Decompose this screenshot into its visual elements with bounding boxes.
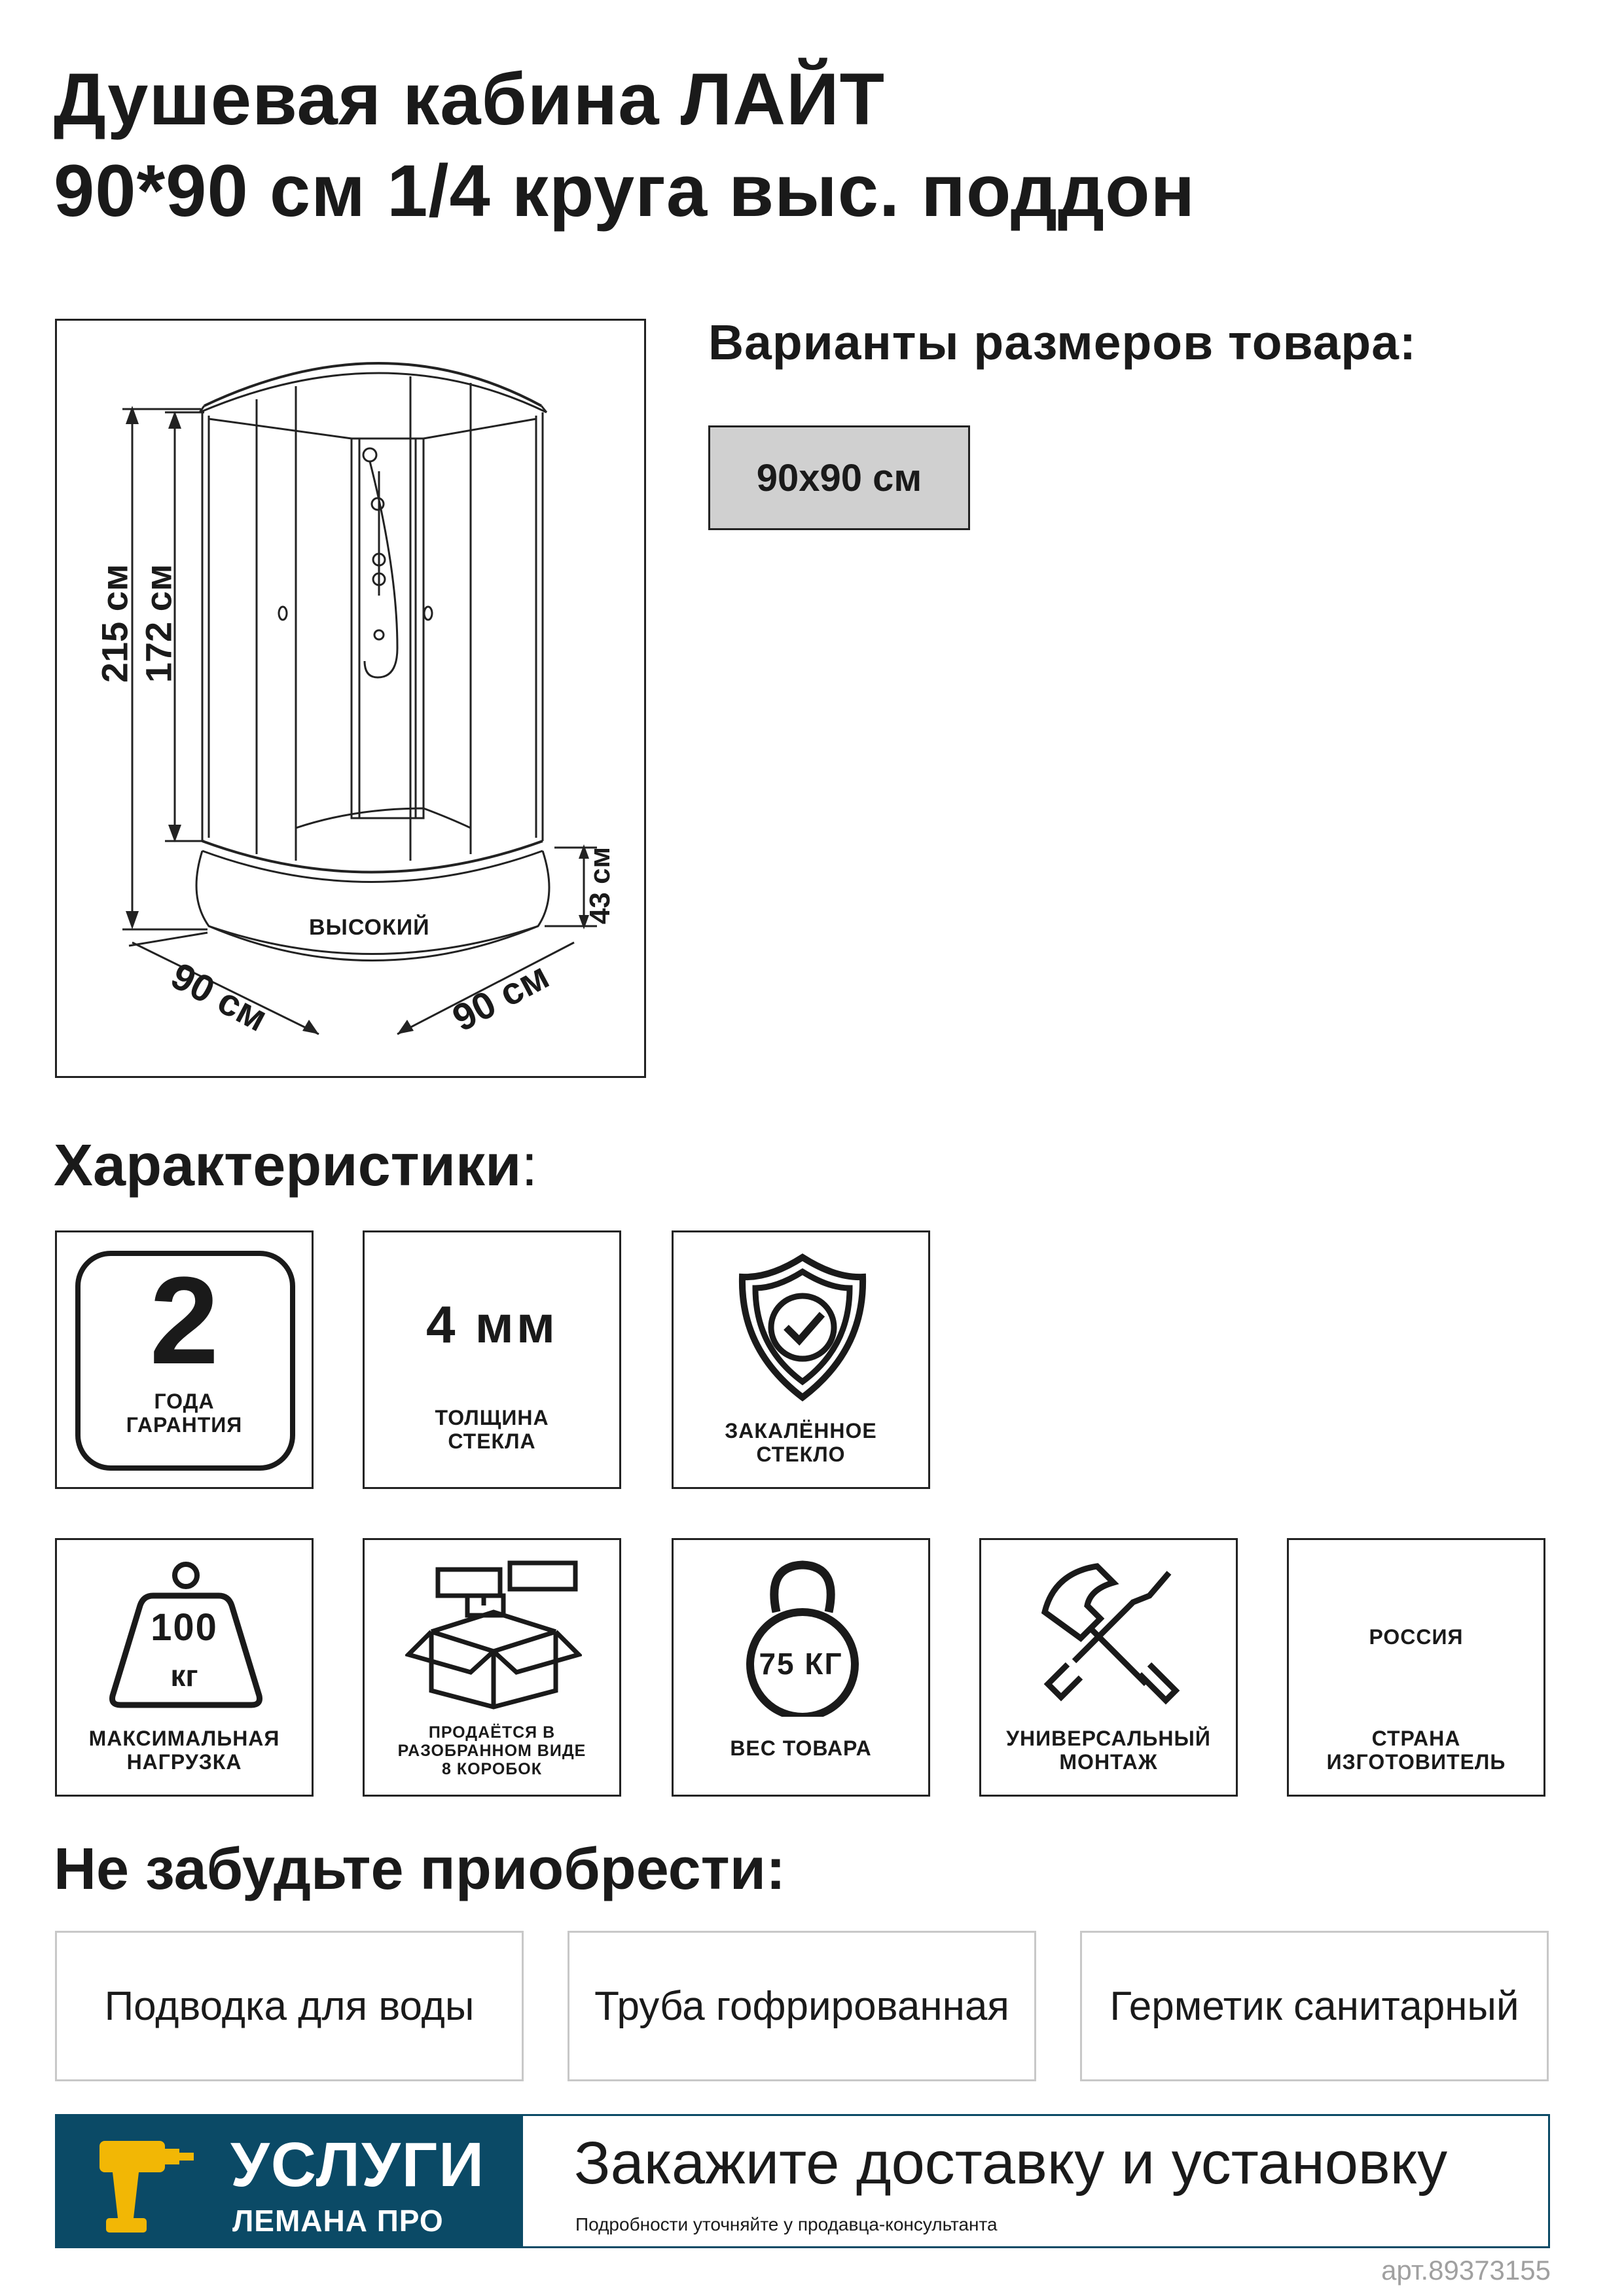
- accessories-heading: Не забудьте приобрести:: [54, 1837, 786, 1902]
- services-banner[interactable]: УСЛУГИ ЛЕМАНА ПРО Закажите доставку и ус…: [55, 2114, 1550, 2248]
- services-headline: Закажите доставку и установку: [574, 2130, 1448, 2197]
- accessory-sealant[interactable]: Герметик санитарный: [1080, 1931, 1549, 2081]
- feature-installation: УНИВЕРСАЛЬНЫЙ МОНТАЖ: [979, 1538, 1238, 1797]
- size-variants-heading: Варианты размеров товара:: [708, 315, 1416, 370]
- product-weight-value: 75 КГ: [759, 1647, 843, 1681]
- weight-icon: [109, 1562, 262, 1708]
- product-weight-label: ВЕС ТОВАРА: [730, 1736, 872, 1760]
- size-option-90x90[interactable]: 90х90 см: [708, 425, 970, 530]
- country-value: РОССИЯ: [1369, 1625, 1464, 1649]
- feature-glass-thickness: 4 мм ТОЛЩИНА СТЕКЛА: [363, 1230, 621, 1489]
- warranty-label: ГОДА ГАРАНТИЯ: [126, 1390, 243, 1437]
- boxes-icon: [405, 1560, 582, 1710]
- feature-product-weight: 75 КГ ВЕС ТОВАРА: [672, 1538, 930, 1797]
- services-subtitle: ЛЕМАНА ПРО: [232, 2204, 444, 2238]
- page-title: Душевая кабина ЛАЙТ 90*90 см 1/4 круга в…: [54, 58, 1196, 232]
- feature-warranty: 2 ГОДА ГАРАНТИЯ: [55, 1230, 314, 1489]
- glass-thickness-label: ТОЛЩИНА СТЕКЛА: [435, 1406, 549, 1453]
- accessory-corrugated-pipe[interactable]: Труба гофрированная: [568, 1931, 1036, 2081]
- height-tray-label: 43 см: [584, 846, 616, 925]
- shower-diagram: 215 см 172 см 43 см ВЫСОКИЙ 90 см 90 см: [55, 319, 646, 1078]
- services-title: УСЛУГИ: [230, 2130, 486, 2200]
- feature-tempered-glass: ЗАКАЛЁННОЕ СТЕКЛО: [672, 1230, 930, 1489]
- glass-thickness-value: 4 мм: [425, 1295, 558, 1354]
- shower-cabin-drawing: [122, 362, 597, 1035]
- warranty-badge-icon: [75, 1251, 295, 1471]
- tempered-glass-label: ЗАКАЛЁННОЕ СТЕКЛО: [725, 1419, 877, 1466]
- feature-max-load: 100 кг МАКСИМАЛЬНАЯ НАГРУЗКА: [55, 1538, 314, 1797]
- services-note: Подробности уточняйте у продавца-консуль…: [575, 2214, 998, 2234]
- drill-icon: [99, 2141, 194, 2233]
- kettlebell-icon: [746, 1560, 859, 1717]
- warranty-years: 2: [149, 1251, 219, 1390]
- country-label: СТРАНА ИЗГОТОВИТЕЛЬ: [1326, 1727, 1506, 1774]
- characteristics-heading: Характеристики:: [54, 1133, 538, 1198]
- shield-check-icon: [738, 1253, 867, 1402]
- tray-label: ВЫСОКИЙ: [309, 915, 430, 940]
- height-total-label: 215 см: [94, 564, 135, 683]
- packaging-label: ПРОДАЁТСЯ В РАЗОБРАННОМ ВИДЕ 8 КОРОБОК: [397, 1723, 586, 1778]
- accessory-water-hose[interactable]: Подводка для воды: [55, 1931, 524, 2081]
- max-load-unit: кг: [170, 1659, 198, 1693]
- feature-country: РОССИЯ СТРАНА ИЗГОТОВИТЕЛЬ: [1287, 1538, 1545, 1797]
- height-glass-label: 172 см: [137, 564, 179, 683]
- tools-icon: [1041, 1563, 1180, 1705]
- max-load-label: МАКСИМАЛЬНАЯ НАГРУЗКА: [88, 1727, 280, 1774]
- max-load-value: 100: [151, 1606, 218, 1649]
- installation-label: УНИВЕРСАЛЬНЫЙ МОНТАЖ: [1006, 1727, 1211, 1774]
- article-number: арт.89373155: [1381, 2255, 1551, 2286]
- services-brand-panel: УСЛУГИ ЛЕМАНА ПРО: [57, 2116, 523, 2246]
- feature-packaging: ПРОДАЁТСЯ В РАЗОБРАННОМ ВИДЕ 8 КОРОБОК: [363, 1538, 621, 1797]
